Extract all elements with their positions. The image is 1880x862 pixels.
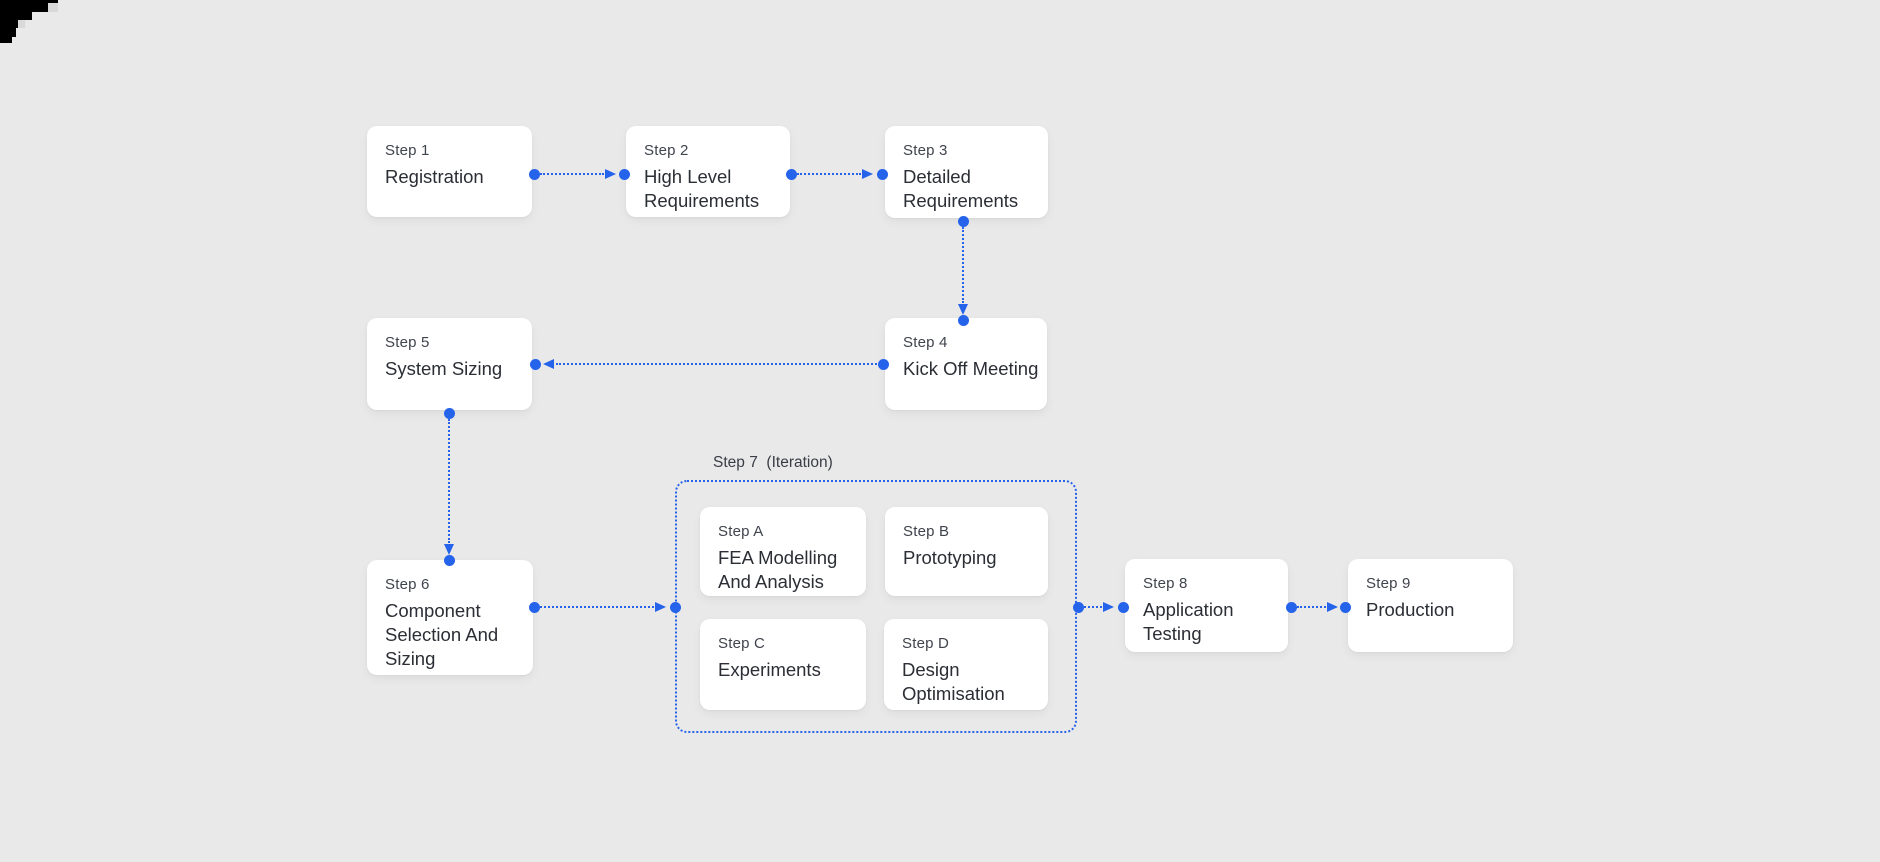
connector-dot — [528, 601, 540, 613]
step-d-card: Step D Design Optimisation — [884, 619, 1048, 710]
step-3-title: Detailed Requirements — [903, 166, 1019, 211]
arrowhead-down-icon — [444, 544, 454, 555]
connector-dot — [1072, 601, 1084, 613]
arrowhead-right-icon — [1103, 602, 1114, 612]
connector-dot — [1339, 601, 1351, 613]
connector-dot — [1285, 601, 1297, 613]
connector-dot — [957, 215, 969, 227]
step-b-label: Step B — [903, 523, 950, 540]
connector-dot — [443, 554, 455, 566]
connector-dot — [443, 407, 455, 419]
step-c-title: Experiments — [718, 659, 821, 680]
iteration-group-label: Step 7 (Iteration) — [713, 454, 833, 471]
connector-line — [448, 419, 450, 543]
arrowhead-left-icon — [543, 359, 554, 369]
connector-dot — [529, 358, 541, 370]
step-1-title: Registration — [385, 166, 484, 187]
step-8-label: Step 8 — [1143, 575, 1188, 592]
arrowhead-right-icon — [862, 169, 873, 179]
step-9-card: Step 9 Production — [1348, 559, 1513, 652]
connector-dot — [876, 168, 888, 180]
step-2-card: Step 2 High Level Requirements — [626, 126, 790, 217]
connector-line — [797, 173, 861, 175]
pixel-block — [0, 0, 48, 12]
connector-dot — [957, 314, 969, 326]
connector-dot — [877, 358, 889, 370]
connector-line — [962, 227, 964, 303]
step-a-title: FEA Modelling And Analysis — [718, 547, 838, 592]
step-a-card: Step A FEA Modelling And Analysis — [700, 507, 866, 596]
connector-line — [540, 606, 654, 608]
connector-dot — [528, 168, 540, 180]
arrowhead-right-icon — [605, 169, 616, 179]
step-2-label: Step 2 — [644, 142, 689, 159]
step-4-card: Step 4 Kick Off Meeting — [885, 318, 1047, 410]
pixel-block — [0, 12, 32, 20]
arrowhead-right-icon — [1327, 602, 1338, 612]
pixel-block — [0, 37, 12, 43]
pixel-block — [0, 28, 16, 37]
pixel-block — [0, 20, 24, 28]
step-1-label: Step 1 — [385, 142, 430, 159]
step-c-label: Step C — [718, 635, 766, 652]
connector-line — [1297, 606, 1326, 608]
step-1-card: Step 1 Registration — [367, 126, 532, 217]
arrowhead-right-icon — [655, 602, 666, 612]
connector-line — [1084, 606, 1102, 608]
step-a-label: Step A — [718, 523, 764, 540]
step-c-card: Step C Experiments — [700, 619, 866, 710]
step-d-title: Design Optimisation — [902, 659, 1005, 704]
pixel-block-gray — [18, 20, 25, 28]
step-5-label: Step 5 — [385, 334, 430, 351]
connector-line — [540, 173, 604, 175]
step-3-label: Step 3 — [903, 142, 948, 159]
step-2-title: High Level Requirements — [644, 166, 760, 211]
step-d-label: Step D — [902, 635, 950, 652]
step-9-label: Step 9 — [1366, 575, 1411, 592]
step-8-title: Application Testing — [1143, 599, 1234, 644]
connector-dot — [1117, 601, 1129, 613]
step-4-label: Step 4 — [903, 334, 948, 351]
step-5-title: System Sizing — [385, 358, 503, 379]
step-4-title: Kick Off Meeting — [903, 358, 1039, 379]
step-6-label: Step 6 — [385, 576, 430, 593]
step-6-title: Component Selection And Sizing — [385, 600, 499, 669]
connector-dot — [785, 168, 797, 180]
connector-dot — [669, 601, 681, 613]
connector-line — [556, 363, 877, 365]
step-8-card: Step 8 Application Testing — [1125, 559, 1288, 652]
connector-dot — [618, 168, 630, 180]
arrowhead-down-icon — [958, 304, 968, 315]
step-3-card: Step 3 Detailed Requirements — [885, 126, 1048, 218]
step-b-title: Prototyping — [903, 547, 997, 568]
step-6-card: Step 6 Component Selection And Sizing — [367, 560, 533, 675]
pixel-block-gray — [48, 3, 58, 12]
step-5-card: Step 5 System Sizing — [367, 318, 532, 410]
step-b-card: Step B Prototyping — [885, 507, 1048, 596]
step-9-title: Production — [1366, 599, 1455, 620]
